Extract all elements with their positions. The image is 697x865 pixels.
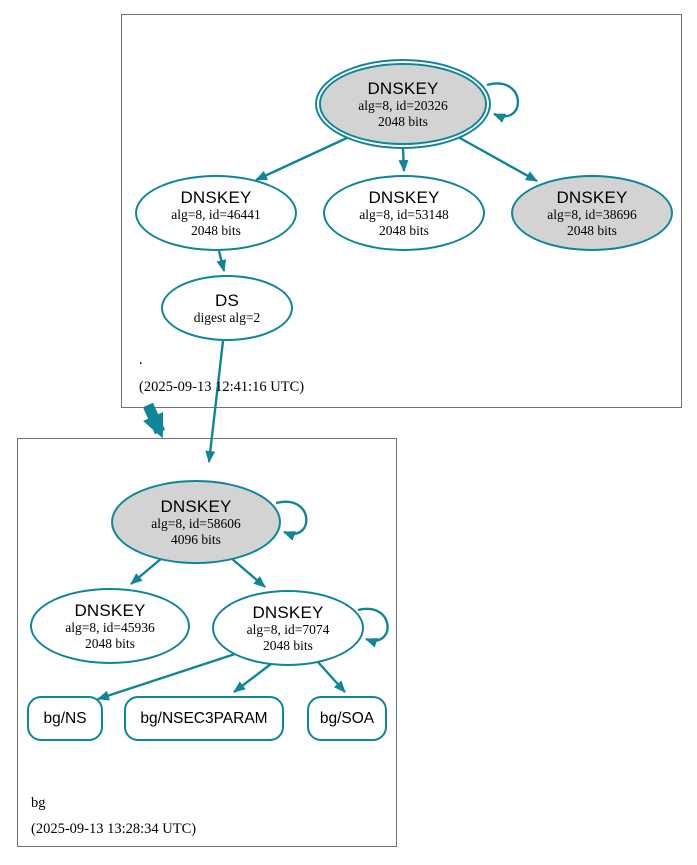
edge-key20326-key53148 (398, 148, 409, 172)
node-detail: 2048 bits (378, 113, 428, 129)
rrset-label: bg/NSEC3PARAM (140, 709, 268, 727)
edge-key7074-nsec3param (233, 663, 272, 693)
node-rrset-soa[interactable]: bg/SOA (307, 696, 387, 741)
edge-key7074-self-loop (357, 607, 389, 648)
node-dnskey-20326[interactable]: DNSKEY alg=8, id=20326 2048 bits (315, 59, 491, 149)
node-dnskey-45936[interactable]: DNSKEY alg=8, id=45936 2048 bits (30, 588, 190, 664)
node-title: DNSKEY (556, 187, 628, 207)
edge-key58606-key45936 (130, 557, 163, 585)
node-title: DNSKEY (180, 187, 252, 207)
edge-key20326-key38696 (457, 135, 538, 183)
edge-key20326-self-loop (486, 82, 520, 123)
node-detail: alg=8, id=58606 (151, 515, 241, 531)
node-dnskey-53148[interactable]: DNSKEY alg=8, id=53148 2048 bits (323, 175, 485, 251)
edge-key46441-ds (216, 250, 227, 272)
node-ds[interactable]: DS digest alg=2 (161, 275, 293, 341)
node-dnskey-7074[interactable]: DNSKEY alg=8, id=7074 2048 bits (212, 590, 364, 666)
node-detail: 4096 bits (171, 531, 221, 547)
node-detail: digest alg=2 (193, 309, 261, 325)
node-detail: alg=8, id=46441 (171, 206, 261, 222)
node-detail: 2048 bits (263, 637, 313, 653)
edge-ds-key58606 (205, 340, 225, 463)
node-title: DNSKEY (368, 187, 440, 207)
node-title: DS (214, 290, 240, 310)
edge-key58606-key7074 (230, 557, 266, 588)
edge-key7074-ns (97, 651, 239, 701)
edge-key7074-soa (316, 660, 346, 693)
node-detail: alg=8, id=20326 (358, 97, 448, 113)
zone-name-bg: bg (31, 795, 46, 811)
node-dnskey-58606[interactable]: DNSKEY alg=8, id=58606 4096 bits (111, 480, 281, 564)
zone-name-root: . (139, 352, 143, 368)
edge-key20326-key46441 (255, 135, 350, 182)
node-title: DNSKEY (160, 496, 232, 516)
zone-box-root (121, 14, 682, 408)
node-title: DNSKEY (367, 78, 439, 98)
node-rrset-ns[interactable]: bg/NS (27, 696, 103, 741)
node-detail: 2048 bits (567, 222, 617, 238)
node-detail: 2048 bits (191, 222, 241, 238)
node-dnskey-46441[interactable]: DNSKEY alg=8, id=46441 2048 bits (135, 175, 297, 251)
node-dnskey-38696[interactable]: DNSKEY alg=8, id=38696 2048 bits (511, 175, 673, 251)
zone-box-bg (17, 438, 397, 847)
node-dnskey-20326-inner: DNSKEY alg=8, id=20326 2048 bits (319, 63, 487, 145)
zone-timestamp-bg: (2025-09-13 13:28:34 UTC) (31, 821, 197, 837)
rrset-label: bg/NS (43, 709, 87, 727)
node-rrset-nsec3param[interactable]: bg/NSEC3PARAM (124, 696, 284, 741)
rrset-label: bg/SOA (319, 709, 375, 727)
node-title: DNSKEY (252, 602, 324, 622)
node-detail: 2048 bits (85, 635, 135, 651)
node-detail: alg=8, id=7074 (246, 621, 330, 637)
zone-timestamp-root: (2025-09-13 12:41:16 UTC) (139, 379, 305, 395)
edge-delegation-root-bg (142, 402, 166, 439)
node-detail: alg=8, id=45936 (65, 619, 155, 635)
node-detail: alg=8, id=38696 (547, 206, 637, 222)
edge-key58606-self-loop (275, 500, 308, 541)
node-detail: alg=8, id=53148 (359, 206, 449, 222)
node-detail: 2048 bits (379, 222, 429, 238)
node-title: DNSKEY (74, 600, 146, 620)
